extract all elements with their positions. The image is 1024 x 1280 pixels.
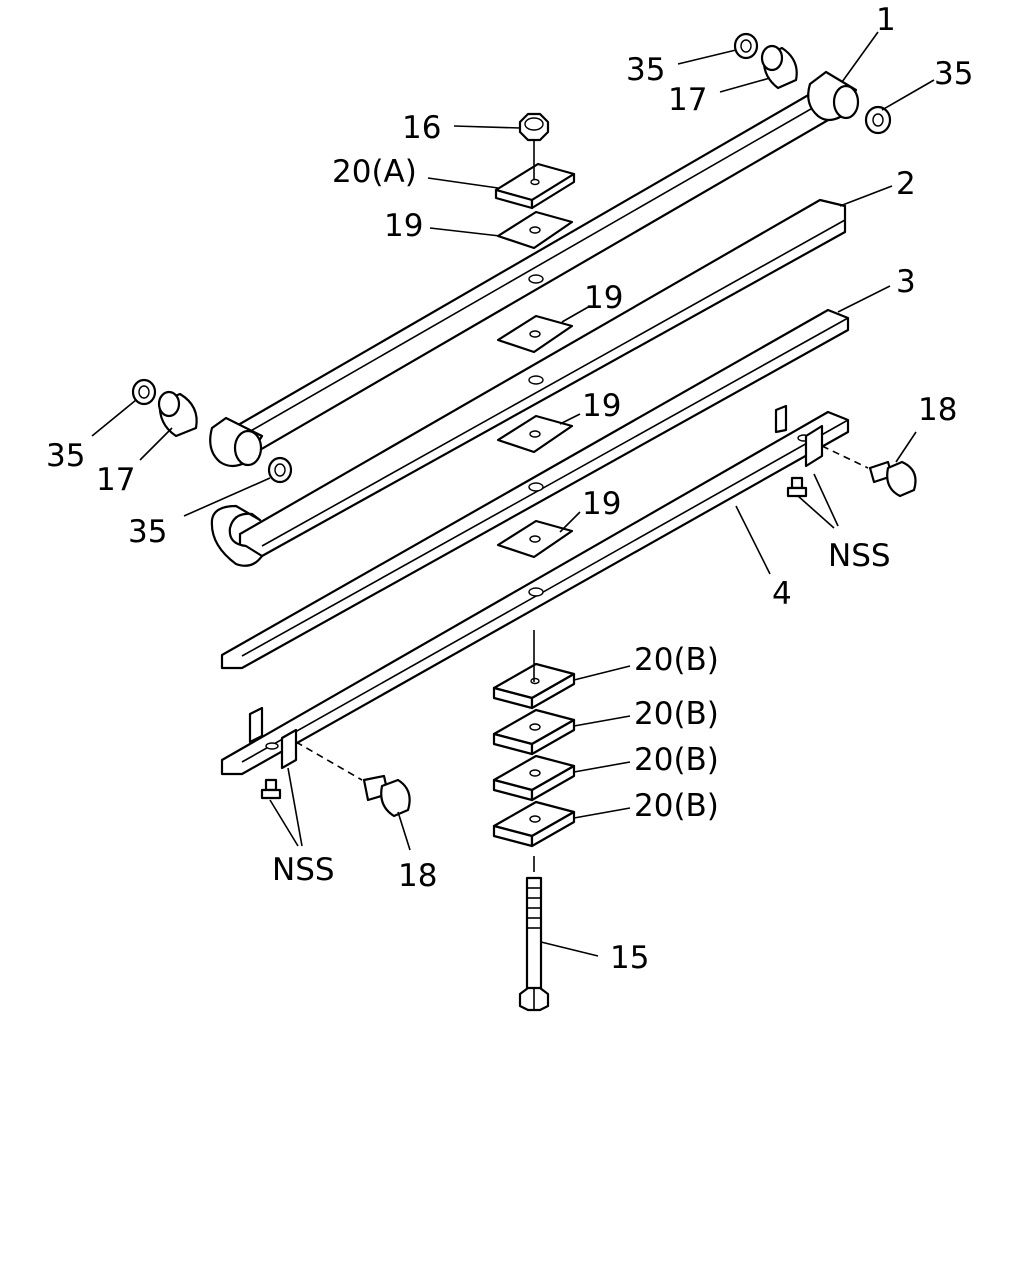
callout-35-top-left: 35 [626, 52, 665, 88]
nss-bolt-right [786, 476, 808, 498]
clip-bolt-18-right [821, 445, 917, 498]
callout-20b-2: 20(B) [634, 696, 719, 732]
callout-35-top-right: 35 [934, 56, 973, 92]
callout-16: 16 [402, 110, 441, 146]
bushing-17-top [760, 44, 798, 90]
callout-19-b: 19 [582, 388, 621, 424]
callout-18-right: 18 [918, 392, 957, 428]
washer-35-top-left [733, 32, 759, 60]
callout-20b-3: 20(B) [634, 742, 719, 778]
nut-16 [518, 112, 550, 180]
callout-2: 2 [896, 166, 916, 202]
callout-nss-right: NSS [828, 538, 891, 574]
callout-17-top: 17 [668, 82, 707, 118]
callout-15: 15 [610, 940, 649, 976]
plate-20b-3 [492, 754, 576, 802]
callout-35-left: 35 [46, 438, 85, 474]
washer-35-mid [267, 456, 293, 484]
callout-19-c: 19 [582, 486, 621, 522]
leaf-spring-3 [220, 308, 850, 670]
callout-20b-1: 20(B) [634, 642, 719, 678]
plate-20b-4 [492, 800, 576, 848]
leaf-spring-2 [210, 198, 847, 567]
clip-bolt-18-bottom [295, 741, 411, 818]
leaf-spring-4 [220, 404, 850, 776]
callout-35-mid: 35 [128, 514, 167, 550]
callout-20b-4: 20(B) [634, 788, 719, 824]
callout-17-left: 17 [96, 462, 135, 498]
callout-1: 1 [876, 2, 896, 38]
callout-4: 4 [772, 576, 792, 612]
center-bolt-15 [518, 876, 550, 1012]
plate-20b-2 [492, 708, 576, 756]
callout-3: 3 [896, 264, 916, 300]
callout-20a: 20(A) [332, 154, 417, 190]
callout-19-a: 19 [584, 280, 623, 316]
callout-nss-left: NSS [272, 852, 335, 888]
bushing-17-left [157, 390, 198, 438]
callout-18-bottom: 18 [398, 858, 437, 894]
leaf-spring-1 [209, 70, 860, 468]
callout-19-top: 19 [384, 208, 423, 244]
washer-35-top-right [864, 105, 892, 135]
nss-bolt-left [260, 778, 282, 800]
plate-20a [494, 162, 576, 210]
washer-35-left [131, 378, 157, 406]
